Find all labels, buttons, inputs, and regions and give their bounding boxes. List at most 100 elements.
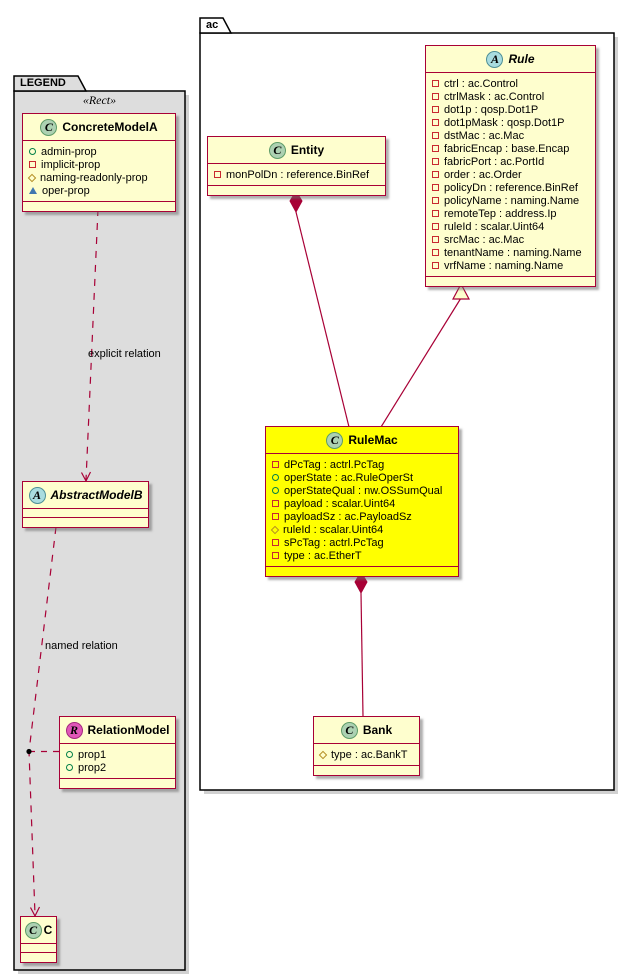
field-row: monPolDn : reference.BinRef	[208, 168, 385, 181]
methods-compartment	[266, 567, 458, 576]
class-concretemodela: C ConcreteModelA admin-prop implicit-pro…	[22, 113, 176, 212]
field-row: payload : scalar.Uint64	[266, 497, 458, 510]
field-row: type : ac.BankT	[314, 748, 419, 761]
edge-concrete-abstract	[85, 208, 99, 481]
class-abstractmodelb-title: A AbstractModelB	[23, 482, 148, 509]
fields-compartment	[23, 509, 148, 518]
abstract-class-icon: A	[28, 486, 46, 504]
field-row: operStateQual : nw.OSSumQual	[266, 484, 458, 497]
fields-compartment: ctrl : ac.Control ctrlMask : ac.Control …	[426, 73, 595, 277]
visibility-square-icon	[272, 461, 279, 468]
visibility-square-icon	[432, 249, 439, 256]
fields-compartment: prop1 prop2	[60, 744, 175, 779]
visibility-square-icon	[272, 552, 279, 559]
field-label: ruleId : scalar.Uint64	[444, 220, 545, 233]
visibility-square-icon	[214, 171, 221, 178]
field-label: srcMac : ac.Mac	[444, 233, 525, 246]
visibility-square-icon	[432, 236, 439, 243]
visibility-square-icon	[272, 500, 279, 507]
methods-compartment	[426, 277, 595, 286]
field-label: policyName : naming.Name	[444, 194, 580, 207]
relation-class-icon: R	[65, 721, 83, 739]
visibility-square-icon	[432, 158, 439, 165]
visibility-square-icon	[29, 161, 36, 168]
field-label: sPcTag : actrl.PcTag	[284, 536, 384, 549]
visibility-square-icon	[432, 262, 439, 269]
visibility-diamond-icon	[318, 750, 328, 759]
field-label: naming-readonly-prop	[40, 171, 148, 184]
visibility-square-icon	[432, 171, 439, 178]
field-row: fabricPort : ac.PortId	[426, 155, 595, 168]
field-row: tenantName : naming.Name	[426, 246, 595, 259]
field-label: operStateQual : nw.OSSumQual	[284, 484, 443, 497]
field-row: srcMac : ac.Mac	[426, 233, 595, 246]
visibility-circle-icon	[29, 148, 36, 155]
field-row: policyDn : reference.BinRef	[426, 181, 595, 194]
field-row: ruleId : scalar.Uint64	[426, 220, 595, 233]
field-row: dot1pMask : qosp.Dot1P	[426, 116, 595, 129]
generalization-triangle-rule	[452, 282, 470, 300]
composition-diamond-rulemac	[354, 571, 368, 595]
visibility-square-icon	[272, 539, 279, 546]
class-name: RuleMac	[348, 433, 398, 447]
field-label: prop1	[78, 748, 107, 761]
class-icon: C	[326, 431, 344, 449]
visibility-square-icon	[432, 223, 439, 230]
class-abstractmodelb: A AbstractModelB	[22, 481, 149, 528]
methods-compartment	[23, 518, 148, 527]
class-relationmodel: R RelationModel prop1 prop2	[59, 716, 176, 789]
edge-rulemac-rule	[380, 297, 462, 428]
visibility-circle-icon	[272, 487, 279, 494]
field-row: remoteTep : address.Ip	[426, 207, 595, 220]
methods-compartment	[23, 202, 175, 211]
fields-compartment: monPolDn : reference.BinRef	[208, 164, 385, 186]
field-row: payloadSz : ac.PayloadSz	[266, 510, 458, 523]
field-label: order : ac.Order	[444, 168, 522, 181]
field-label: policyDn : reference.BinRef	[444, 181, 578, 194]
field-label: ctrl : ac.Control	[444, 77, 518, 90]
visibility-square-icon	[432, 93, 439, 100]
edge-label-explicit-relation: explicit relation	[88, 348, 161, 360]
visibility-square-icon	[432, 197, 439, 204]
field-label: monPolDn : reference.BinRef	[226, 168, 370, 181]
class-rule: A Rule ctrl : ac.Control ctrlMask : ac.C…	[425, 45, 596, 287]
field-row: oper-prop	[23, 184, 175, 197]
class-rulemac: C RuleMac dPcTag : actrl.PcTag operState…	[265, 426, 459, 577]
methods-compartment	[21, 953, 56, 962]
field-row: operState : ac.RuleOperSt	[266, 471, 458, 484]
class-rulemac-title: C RuleMac	[266, 427, 458, 454]
class-icon: C	[340, 721, 358, 739]
fields-compartment: type : ac.BankT	[314, 744, 419, 766]
class-entity-title: C Entity	[208, 137, 385, 164]
field-row: dPcTag : actrl.PcTag	[266, 458, 458, 471]
visibility-square-icon	[432, 184, 439, 191]
field-row: sPcTag : actrl.PcTag	[266, 536, 458, 549]
field-label: payloadSz : ac.PayloadSz	[284, 510, 412, 523]
methods-compartment	[208, 186, 385, 195]
field-row: ruleId : scalar.Uint64	[266, 523, 458, 536]
methods-compartment	[60, 779, 175, 788]
field-row: policyName : naming.Name	[426, 194, 595, 207]
visibility-square-icon	[272, 513, 279, 520]
visibility-square-icon	[432, 132, 439, 139]
class-name: Entity	[290, 143, 325, 157]
field-row: implicit-prop	[23, 158, 175, 171]
field-label: prop2	[78, 761, 107, 774]
field-label: oper-prop	[42, 184, 90, 197]
class-entity: C Entity monPolDn : reference.BinRef	[207, 136, 386, 196]
field-label: dot1p : qosp.Dot1P	[444, 103, 539, 116]
legend-package-title: LEGEND	[20, 77, 66, 89]
field-row: fabricEncap : base.Encap	[426, 142, 595, 155]
visibility-circle-icon	[272, 474, 279, 481]
field-row: vrfName : naming.Name	[426, 259, 595, 272]
field-label: tenantName : naming.Name	[444, 246, 582, 259]
class-bank-title: C Bank	[314, 717, 419, 744]
field-row: ctrlMask : ac.Control	[426, 90, 595, 103]
visibility-square-icon	[432, 80, 439, 87]
methods-compartment	[314, 766, 419, 775]
class-icon: C	[268, 141, 286, 159]
visibility-diamond-icon	[27, 173, 37, 182]
field-label: fabricEncap : base.Encap	[444, 142, 570, 155]
field-label: admin-prop	[41, 145, 97, 158]
field-label: fabricPort : ac.PortId	[444, 155, 545, 168]
